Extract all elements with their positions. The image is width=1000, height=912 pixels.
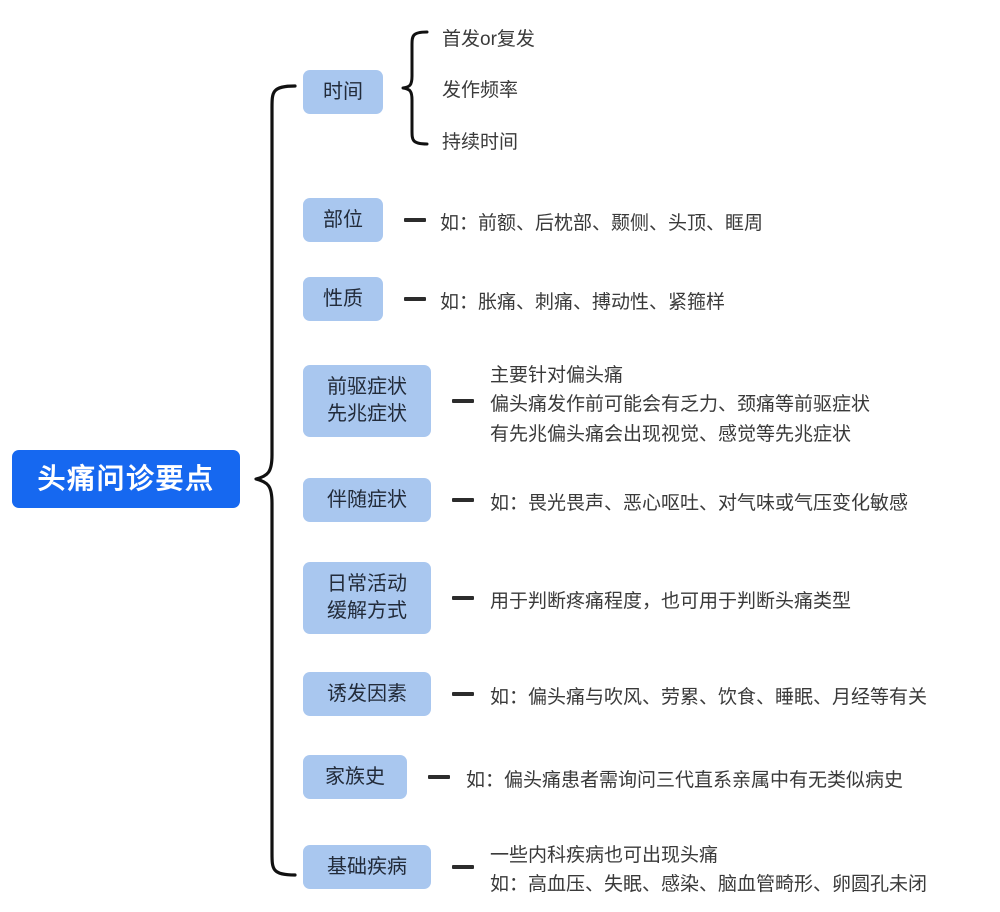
description-underlying-disease: 一些内科疾病也可出现头痛 如：高血压、失眠、感染、脑血管畸形、卵圆孔未闭 xyxy=(490,845,928,896)
branch-node-daily-activity-relief[interactable]: 日常活动 缓解方式 xyxy=(303,562,431,634)
description-quality: 如：胀痛、刺痛、搏动性、紧箍样 xyxy=(440,292,726,313)
dash-connector-underlying-disease xyxy=(452,865,474,869)
description-associated-symptoms: 如：畏光畏声、恶心呕吐、对气味或气压变化敏感 xyxy=(490,493,909,514)
description-prodrome-aura: 主要针对偏头痛 偏头痛发作前可能会有乏力、颈痛等前驱症状 有先兆偏头痛会出现视觉… xyxy=(490,365,871,445)
branch-node-label: 时间 xyxy=(323,80,363,103)
root-node-label: 头痛问诊要点 xyxy=(37,463,215,494)
description-family-history: 如：偏头痛患者需询问三代直系亲属中有无类似病史 xyxy=(466,770,904,791)
description-location: 如：前额、后枕部、颞侧、头顶、眶周 xyxy=(440,213,764,234)
sub-item-time-onset: 首发or复发 xyxy=(442,29,535,50)
branch-node-prodrome-aura[interactable]: 前驱症状 先兆症状 xyxy=(303,365,431,437)
description-daily-activity-relief: 用于判断疼痛程度，也可用于判断头痛类型 xyxy=(490,591,852,612)
dash-connector-prodrome-aura xyxy=(452,399,474,403)
branch-node-label: 性质 xyxy=(323,287,363,310)
sub-item-time-duration: 持续时间 xyxy=(442,132,519,153)
dash-connector-location xyxy=(404,218,426,222)
description-triggers: 如：偏头痛与吹风、劳累、饮食、睡眠、月经等有关 xyxy=(490,687,928,708)
branch-node-quality[interactable]: 性质 xyxy=(303,277,383,321)
branch-node-label: 日常活动 缓解方式 xyxy=(327,573,407,622)
branch-node-family-history[interactable]: 家族史 xyxy=(303,755,407,799)
root-node[interactable]: 头痛问诊要点 xyxy=(12,450,240,508)
sub-item-time-frequency: 发作频率 xyxy=(442,80,519,101)
branch-node-triggers[interactable]: 诱发因素 xyxy=(303,672,431,716)
branch-node-label: 伴随症状 xyxy=(327,488,407,511)
dash-connector-daily-activity-relief xyxy=(452,596,474,600)
branch-node-location[interactable]: 部位 xyxy=(303,198,383,242)
branch-node-label: 基础疾病 xyxy=(327,855,407,878)
dash-connector-quality xyxy=(404,297,426,301)
branch-node-label: 部位 xyxy=(323,208,363,231)
dash-connector-family-history xyxy=(428,775,450,779)
branch-node-associated-symptoms[interactable]: 伴随症状 xyxy=(303,478,431,522)
branch-node-label: 前驱症状 先兆症状 xyxy=(327,376,407,425)
main-brace-icon xyxy=(254,84,297,877)
dash-connector-associated-symptoms xyxy=(452,498,474,502)
branch-node-label: 诱发因素 xyxy=(327,682,407,705)
branch-node-label: 家族史 xyxy=(325,765,385,788)
time-sub-brace-icon xyxy=(401,30,429,146)
branch-node-underlying-disease[interactable]: 基础疾病 xyxy=(303,845,431,889)
branch-node-time[interactable]: 时间 xyxy=(303,70,383,114)
dash-connector-triggers xyxy=(452,692,474,696)
